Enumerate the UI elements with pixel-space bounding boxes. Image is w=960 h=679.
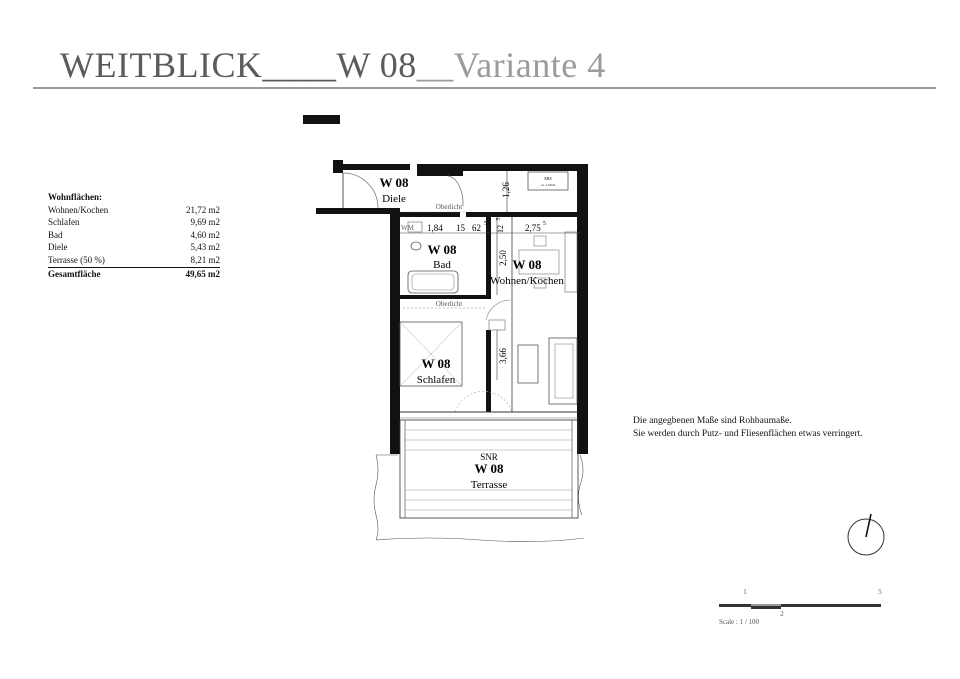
room-diele-unit: W 08 xyxy=(379,175,409,190)
dim-62: 62 xyxy=(472,223,481,233)
wall-left xyxy=(390,208,400,454)
wall-bad-bottom xyxy=(398,295,491,299)
scale-tick-2: 2 xyxy=(780,610,784,618)
sofa-icon xyxy=(548,337,578,405)
wall-wohnen-top xyxy=(466,212,580,217)
area-table-heading: Wohnflächen: xyxy=(48,192,103,202)
wm-box xyxy=(407,221,423,233)
terrace-outline xyxy=(399,419,579,519)
wall-top-right xyxy=(463,164,587,171)
area-label: Wohnen/Kochen xyxy=(48,204,109,215)
area-total-label: Gesamtfläche xyxy=(48,268,101,279)
terrain-bottom xyxy=(375,537,585,542)
scale-tick-5: 5 xyxy=(878,588,882,596)
toilet-icon xyxy=(410,241,422,251)
area-row-schlafen: Schlafen 9,69 m2 xyxy=(48,216,220,229)
area-total-value: 49,65 m2 xyxy=(185,268,221,279)
dim-275-sup: 5 xyxy=(543,221,546,227)
room-schlafen-unit: W 08 xyxy=(421,356,451,371)
chair-icon xyxy=(533,235,547,247)
chair-icon xyxy=(533,277,547,289)
note-line-1: Die angegbenen Maße sind Rohbaumaße. xyxy=(633,416,792,426)
dim-366: 3,66 xyxy=(498,348,508,364)
title-rule xyxy=(33,87,936,89)
room-diele-name: Diele xyxy=(382,193,406,205)
wardrobe-icon xyxy=(488,319,506,331)
room-schlafen-name: Schlafen xyxy=(417,374,456,386)
area-label: Bad xyxy=(48,229,63,240)
dim-15: 15 xyxy=(456,223,466,233)
dim-250: 2,50 xyxy=(498,250,508,266)
oberlicht-label-1: Oberlicht xyxy=(436,203,462,211)
ers-label: ERS xyxy=(544,176,551,181)
scale-bar xyxy=(719,604,881,609)
room-terrasse-name: Terrasse xyxy=(471,479,508,491)
area-value: 5,43 m2 xyxy=(190,242,220,253)
area-row-wohnen: Wohnen/Kochen 21,72 m2 xyxy=(48,204,220,217)
table-icon xyxy=(518,249,560,275)
ers-box xyxy=(527,171,569,191)
area-label: Diele xyxy=(48,242,68,253)
room-wohnen-unit: W 08 xyxy=(512,257,542,272)
title-main: WEITBLICK____W 08 xyxy=(60,45,417,85)
room-bad-unit: W 08 xyxy=(427,242,457,257)
ers-sub-label: ca. 1,50 m xyxy=(541,183,556,188)
area-value: 8,21 m2 xyxy=(190,254,220,265)
area-row-total: Gesamtfläche 49,65 m2 xyxy=(48,268,220,281)
wall-diele-bottom xyxy=(340,208,400,214)
entrance-wall-top xyxy=(333,160,343,173)
note-line-2: Sie werden durch Putz- und Fliesenfläche… xyxy=(633,429,863,439)
terrain-right xyxy=(578,454,584,516)
dimension-note: Die angegbenen Maße sind Rohbaumaße. Sie… xyxy=(633,415,863,441)
coffee-table-icon xyxy=(517,344,539,384)
wall-top-left xyxy=(340,164,410,170)
area-label: Terrasse (50 %) xyxy=(48,254,105,265)
area-row-diele: Diele 5,43 m2 xyxy=(48,241,220,254)
dim-12: 12 xyxy=(496,225,505,233)
page-title: WEITBLICK____W 08__Variante 4 xyxy=(60,44,606,86)
window-swing xyxy=(454,391,513,413)
room-terrasse-prefix: SNR xyxy=(480,452,498,462)
entrance-wall-bottom xyxy=(316,208,343,214)
sofa-inner xyxy=(554,343,574,399)
north-arrow-icon xyxy=(847,518,885,556)
scale-tick-1: 1 xyxy=(743,588,747,596)
wall-right xyxy=(577,164,588,454)
terrain-left xyxy=(373,454,379,541)
terrace-decking xyxy=(405,429,572,511)
dim-12-sup: 5 xyxy=(496,218,502,221)
north-arrow-needle xyxy=(865,513,872,538)
area-label: Schlafen xyxy=(48,217,80,228)
bathtub-inner xyxy=(411,273,455,291)
bed-icon xyxy=(399,321,463,387)
dim-275: 2,75 xyxy=(525,223,541,233)
room-terrasse-unit: W 08 xyxy=(474,461,504,476)
bathtub-icon xyxy=(407,270,459,294)
door-swing xyxy=(342,172,379,209)
dim-184: 1,84 xyxy=(427,223,443,233)
wall-bad-top xyxy=(400,212,460,217)
area-value: 21,72 m2 xyxy=(185,204,220,215)
kitchen-counter xyxy=(564,231,578,293)
oberlicht-label-2: Oberlicht xyxy=(436,300,462,308)
area-value: 9,69 m2 xyxy=(190,217,220,228)
wall-schlafen-right xyxy=(486,330,491,412)
dim-126: 1,26 xyxy=(501,182,511,198)
dim-62-sup: 5 xyxy=(484,221,487,227)
wall-bad-right xyxy=(486,217,491,295)
area-value: 4,60 m2 xyxy=(190,229,220,240)
wall-fragment xyxy=(303,115,340,124)
door-swing-2 xyxy=(447,175,464,207)
title-variant: __Variante 4 xyxy=(416,45,606,85)
room-bad-name: Bad xyxy=(433,259,451,271)
scale-label: Scale : 1 / 100 xyxy=(719,618,760,626)
area-table: Wohnflächen: Wohnen/Kochen 21,72 m2 Schl… xyxy=(48,191,220,280)
area-row-terrasse: Terrasse (50 %) 8,21 m2 xyxy=(48,254,220,268)
wall-top-block xyxy=(417,164,463,176)
area-row-bad: Bad 4,60 m2 xyxy=(48,229,220,242)
door-swing-3 xyxy=(485,299,512,321)
bed-diagonal xyxy=(399,321,463,387)
room-wohnen-name: Wohnen/Kochen xyxy=(490,275,564,287)
